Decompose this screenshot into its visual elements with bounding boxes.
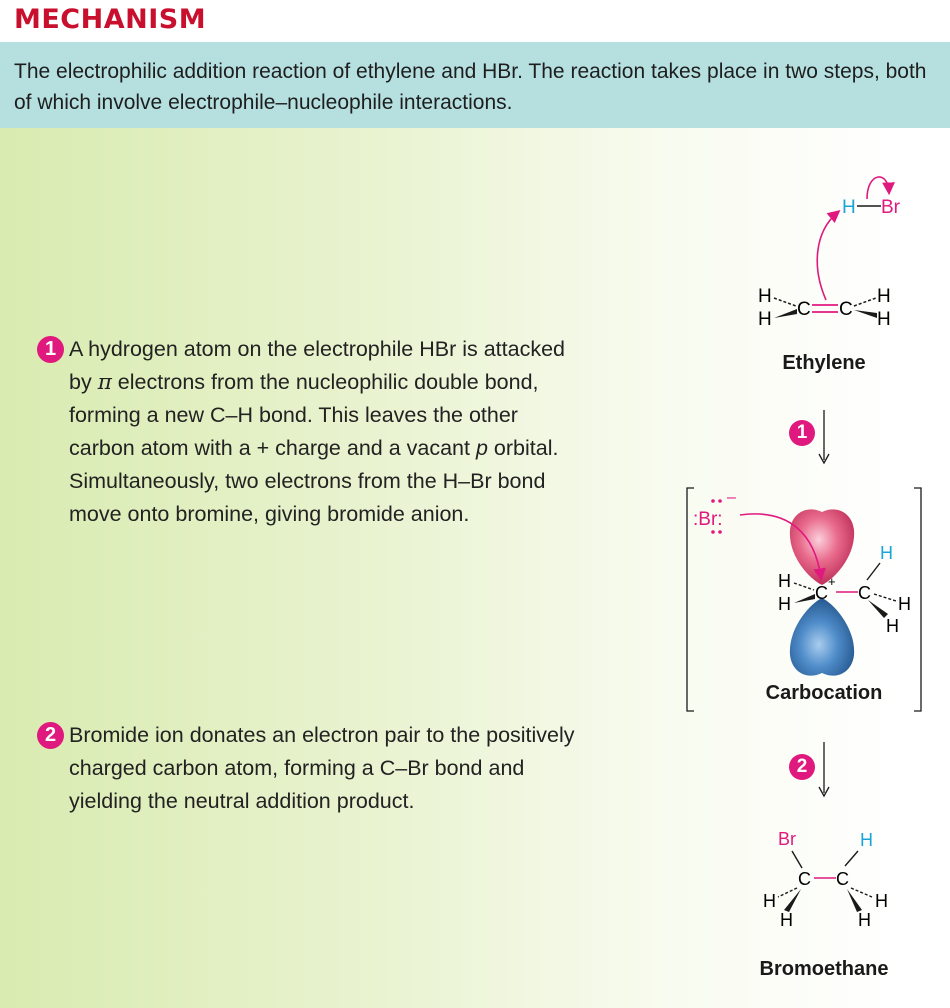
step-2-line-1: Bromide ion donates an electron pair to … bbox=[69, 723, 575, 747]
wedge-bond bbox=[774, 309, 797, 318]
carbocation-new-h: H bbox=[880, 543, 893, 563]
arrow-step-2-badge: 2 bbox=[789, 754, 815, 780]
dashed-bond bbox=[850, 887, 873, 898]
bromoethane-h1: H bbox=[763, 891, 776, 911]
step-1-line-1: A hydrogen atom on the electrophile HBr … bbox=[69, 337, 565, 361]
wedge-bond bbox=[794, 594, 815, 603]
step-2-badge: 2 bbox=[37, 722, 64, 749]
ethylene-h2: H bbox=[758, 309, 772, 330]
c-h-bond bbox=[866, 562, 881, 581]
dashed-bond bbox=[793, 582, 815, 591]
bromoethane-bromine: Br bbox=[778, 829, 796, 849]
carbocation-c2: C bbox=[858, 583, 871, 603]
dashed-bond bbox=[773, 297, 797, 307]
step-1-badge: 1 bbox=[37, 336, 64, 363]
hbr-hydrogen: H bbox=[842, 197, 856, 218]
carbocation-h2: H bbox=[778, 594, 791, 614]
lone-pair-dot bbox=[718, 499, 722, 503]
step-1-line-5: Simultaneously, two electrons from the H… bbox=[69, 469, 546, 493]
carbocation-c1: C bbox=[815, 583, 828, 603]
right-bracket bbox=[914, 487, 922, 712]
step-1-line-2: by π electrons from the nucleophilic dou… bbox=[69, 370, 539, 395]
ethylene-c2: C bbox=[839, 299, 853, 320]
wedge-bond bbox=[784, 889, 801, 912]
bromoethane-h4: H bbox=[858, 910, 871, 930]
carbocation-h1: H bbox=[778, 571, 791, 591]
bromoethane-c1: C bbox=[798, 869, 811, 889]
p-orbital-lower-lobe bbox=[789, 598, 855, 676]
dashed-bond bbox=[777, 887, 798, 898]
reaction-arrow-2-head bbox=[818, 786, 830, 798]
dashed-bond bbox=[853, 297, 877, 307]
bond-break-arrow bbox=[866, 176, 895, 200]
step-1-line-4: carbon atom with a + charge and a vacant… bbox=[69, 436, 559, 460]
bromoethane-h2: H bbox=[780, 910, 793, 930]
step-1-line-3: forming a new C–H bond. This leaves the … bbox=[69, 403, 518, 427]
mechanism-panel bbox=[0, 128, 950, 1008]
wedge-bond bbox=[854, 310, 877, 318]
bromoethane-c2: C bbox=[836, 869, 849, 889]
negative-charge: – bbox=[727, 489, 736, 506]
wedge-bond bbox=[868, 600, 888, 618]
bromide-anion: :Br: bbox=[693, 509, 723, 530]
carbocation-h4: H bbox=[886, 616, 899, 636]
c-h-bond bbox=[844, 850, 859, 867]
ethylene-h1: H bbox=[758, 286, 772, 307]
dashed-bond bbox=[873, 593, 897, 602]
carbocation-label: Carbocation bbox=[765, 682, 883, 704]
bromide-attack-arrow bbox=[739, 513, 827, 582]
carbocation-intermediate: :Br: – H H C + C H H H bbox=[686, 487, 922, 712]
intro-description: The electrophilic addition reaction of e… bbox=[0, 42, 950, 128]
wedge-bond bbox=[847, 889, 862, 912]
step-1-description: 1 A hydrogen atom on the electrophile HB… bbox=[37, 333, 637, 531]
mechanism-title: MECHANISM bbox=[14, 4, 207, 35]
c-br-bond bbox=[791, 850, 803, 869]
ethylene-label: Ethylene bbox=[782, 352, 866, 374]
bromoethane-h3: H bbox=[875, 891, 888, 911]
ethylene-h3: H bbox=[877, 286, 891, 307]
carbocation-h3: H bbox=[898, 594, 911, 614]
ethylene-structure: H Br H H C C H H bbox=[758, 176, 901, 330]
ethylene-h4: H bbox=[877, 309, 891, 330]
reaction-arrow-1-head bbox=[818, 453, 830, 465]
arrow-step-1-badge: 1 bbox=[789, 420, 815, 446]
step-1-line-6: move onto bromine, giving bromide anion. bbox=[69, 502, 470, 526]
step-2-line-3: yielding the neutral addition product. bbox=[69, 789, 415, 813]
p-orbital-upper-lobe bbox=[789, 509, 855, 585]
step-2-description: 2 Bromide ion donates an electron pair t… bbox=[37, 719, 637, 818]
pi-attack-arrow bbox=[816, 209, 841, 301]
intro-text: The electrophilic addition reaction of e… bbox=[14, 60, 927, 114]
hbr-bromine: Br bbox=[881, 197, 901, 218]
step-2-line-2: charged carbon atom, forming a C–Br bond… bbox=[69, 756, 525, 780]
lone-pair-dot bbox=[711, 499, 715, 503]
bromoethane-label: Bromoethane bbox=[759, 958, 889, 980]
lone-pair-dot bbox=[718, 530, 722, 534]
bromoethane-new-h: H bbox=[860, 830, 873, 850]
ethylene-c1: C bbox=[797, 299, 811, 320]
positive-charge: + bbox=[828, 574, 836, 589]
left-bracket bbox=[686, 487, 694, 712]
lone-pair-dot bbox=[711, 530, 715, 534]
bromoethane-structure: Br C C H H H H H bbox=[763, 829, 888, 930]
